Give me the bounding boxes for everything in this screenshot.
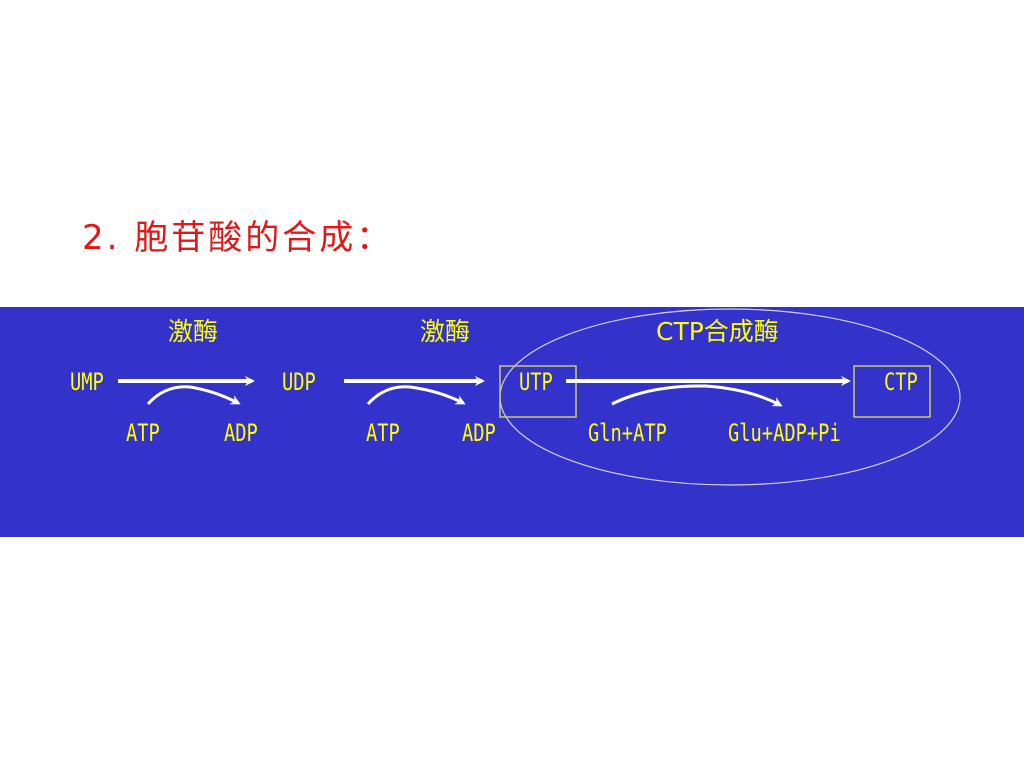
slide-title: 2. 胞苷酸的合成：: [82, 218, 394, 258]
step1-enzyme-label: 激酶: [168, 317, 219, 346]
step3-glu-adp-pi-label: Glu+ADP+Pi: [728, 419, 841, 447]
pathway-diagram: [118, 308, 961, 486]
step2-atp-label: ATP: [366, 419, 400, 447]
step1-adp-label: ADP: [224, 419, 258, 447]
step3-gln-atp-label: Gln+ATP: [588, 419, 667, 447]
step2-adp-label: ADP: [462, 419, 496, 447]
step2-enzyme-label: 激酶: [420, 317, 471, 346]
step3-enzyme-label: CTP合成酶: [656, 317, 779, 346]
step2-cofactor-arrow: [366, 385, 466, 406]
ump-label: UMP: [70, 368, 104, 396]
step3-cofactor-arrow: [611, 384, 783, 407]
step1-atp-label: ATP: [126, 419, 160, 447]
ctp-box: [853, 365, 931, 418]
utp-label: UTP: [519, 368, 553, 396]
step1-cofactor-arrow: [146, 385, 241, 406]
pathway-band: 激酶 激酶 CTP合成酶 UMP UDP UTP CTP ATP ADP ATP…: [0, 307, 1024, 537]
udp-label: UDP: [282, 368, 316, 396]
utp-box: [499, 365, 577, 418]
ctp-label: CTP: [884, 368, 918, 396]
